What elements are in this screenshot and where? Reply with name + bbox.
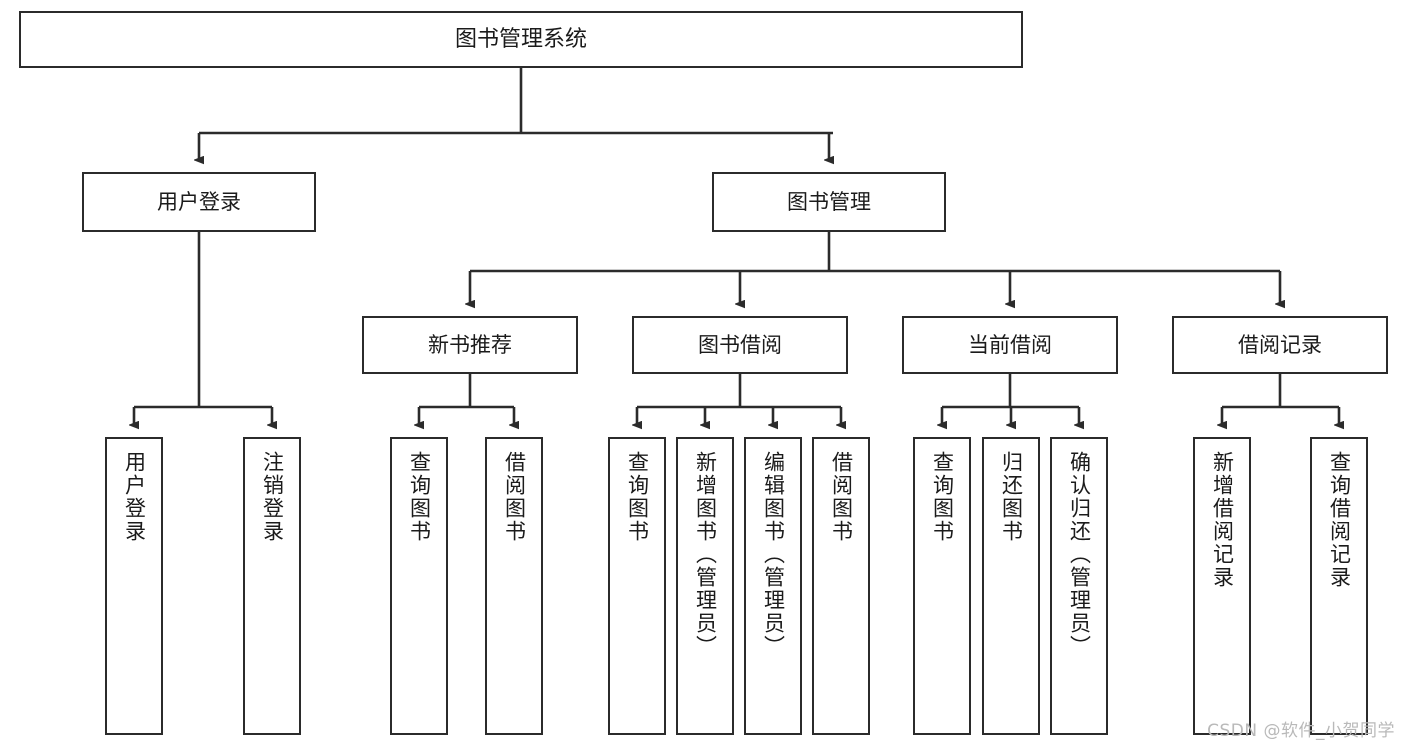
node-leaf-user-login[interactable]: 用户登录 — [105, 437, 163, 735]
node-leaf-edit-book-admin[interactable]: 编辑图书（管理员） — [744, 437, 802, 735]
node-leaf-return-book[interactable]: 归还图书 — [982, 437, 1040, 735]
node-label: 注销登录 — [260, 451, 285, 543]
node-label: 编辑图书（管理员） — [761, 451, 786, 658]
node-label: 查询借阅记录 — [1327, 451, 1352, 589]
node-label: 图书管理系统 — [454, 26, 587, 52]
node-label: 新增图书（管理员） — [693, 451, 718, 658]
node-label: 新书推荐 — [428, 332, 512, 357]
node-label: 当前借阅 — [968, 332, 1052, 357]
node-user-login[interactable]: 用户登录 — [82, 172, 316, 232]
node-leaf-query-borrow-record[interactable]: 查询借阅记录 — [1310, 437, 1368, 735]
node-label: 查询图书 — [407, 451, 432, 543]
node-label: 用户登录 — [157, 189, 241, 214]
node-leaf-borrow-book-borrow[interactable]: 借阅图书 — [812, 437, 870, 735]
node-label: 图书借阅 — [698, 332, 782, 357]
node-label: 归还图书 — [999, 451, 1024, 543]
node-label: 借阅图书 — [502, 451, 527, 543]
node-label: 新增借阅记录 — [1210, 451, 1235, 589]
node-book-manage[interactable]: 图书管理 — [712, 172, 946, 232]
node-current-borrow[interactable]: 当前借阅 — [902, 316, 1118, 374]
node-leaf-borrow-book-recommend[interactable]: 借阅图书 — [485, 437, 543, 735]
node-label: 查询图书 — [930, 451, 955, 543]
node-label: 图书管理 — [787, 189, 871, 214]
node-label: 查询图书 — [625, 451, 650, 543]
node-leaf-add-borrow-record[interactable]: 新增借阅记录 — [1193, 437, 1251, 735]
node-book-borrow[interactable]: 图书借阅 — [632, 316, 848, 374]
node-label: 借阅图书 — [829, 451, 854, 543]
node-leaf-add-book-admin[interactable]: 新增图书（管理员） — [676, 437, 734, 735]
node-leaf-query-book-current[interactable]: 查询图书 — [913, 437, 971, 735]
node-new-book-recommend[interactable]: 新书推荐 — [362, 316, 578, 374]
node-leaf-query-book-recommend[interactable]: 查询图书 — [390, 437, 448, 735]
node-leaf-logout-login[interactable]: 注销登录 — [243, 437, 301, 735]
node-leaf-query-book-borrow[interactable]: 查询图书 — [608, 437, 666, 735]
node-borrow-record[interactable]: 借阅记录 — [1172, 316, 1388, 374]
node-label: 借阅记录 — [1238, 332, 1322, 357]
node-leaf-confirm-return-admin[interactable]: 确认归还（管理员） — [1050, 437, 1108, 735]
node-label: 确认归还（管理员） — [1067, 451, 1092, 658]
node-root-book-management-system[interactable]: 图书管理系统 — [19, 11, 1023, 68]
node-label: 用户登录 — [122, 451, 147, 543]
